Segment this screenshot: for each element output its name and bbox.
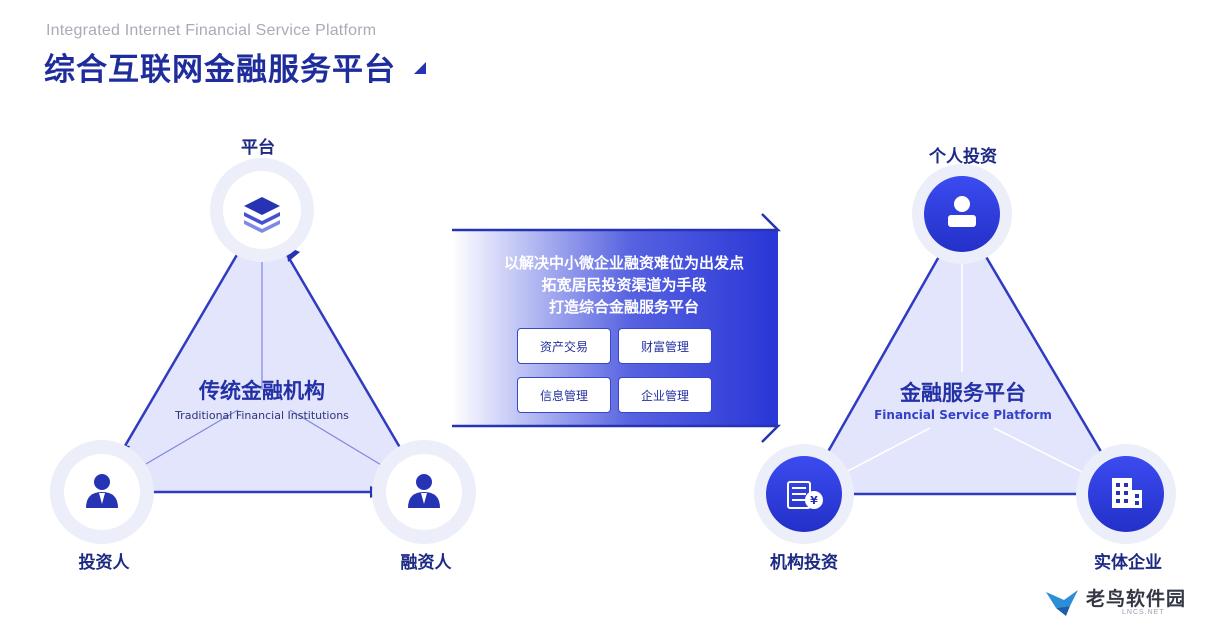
stacked-layers-icon: [244, 197, 280, 233]
info-management-button[interactable]: 信息管理: [517, 377, 611, 413]
watermark-subtext: LNCS.NET: [1122, 609, 1165, 616]
right-triangle-outline: [801, 213, 1129, 496]
mission-line-3: 打造综合金融服务平台: [548, 298, 699, 316]
mission-line-2: 拓宽居民投资渠道为手段: [541, 276, 707, 294]
person-icon: [948, 196, 976, 227]
node-label-investor: 投资人: [78, 553, 130, 573]
mission-line-1: 以解决中小微企业融资难位为出发点: [503, 254, 744, 272]
building-icon: [1112, 478, 1142, 508]
watermark-text: 老鸟软件园: [1086, 588, 1187, 610]
left-triangle-diagram: [50, 158, 476, 544]
middle-panel: [452, 213, 782, 443]
node-label-personal-investment: 个人投资: [929, 147, 997, 167]
bird-logo-icon: [1046, 590, 1078, 616]
node-label-real-enterprise: 实体企业: [1094, 553, 1162, 573]
right-center-subtitle: Financial Service Platform: [874, 408, 1052, 422]
left-center-subtitle: Traditional Financial Institutions: [175, 409, 349, 422]
node-label-institutional-investment: 机构投资: [770, 553, 838, 573]
person-suit-icon: [408, 474, 440, 508]
person-suit-icon: [86, 474, 118, 508]
bracket-bottom: [452, 424, 782, 443]
svg-text:¥: ¥: [810, 494, 818, 507]
title-corner-mark: [414, 62, 426, 74]
enterprise-management-button[interactable]: 企业管理: [618, 377, 712, 413]
page-title: 综合互联网金融服务平台: [44, 52, 396, 88]
node-circle-blue: [924, 176, 1000, 252]
bracket-top: [452, 213, 782, 232]
page-subtitle: Integrated Internet Financial Service Pl…: [46, 22, 377, 39]
left-triangle-outline: [95, 209, 429, 494]
right-triangle-diagram: ¥: [754, 164, 1176, 544]
node-label-financier: 融资人: [400, 553, 452, 573]
money-stack-icon: ¥: [787, 481, 823, 509]
right-triangle-fill: [804, 216, 1126, 494]
asset-trading-button[interactable]: 资产交易: [517, 328, 611, 364]
left-center-title: 传统金融机构: [199, 379, 325, 403]
node-label-platform: 平台: [241, 138, 275, 158]
wealth-management-button[interactable]: 财富管理: [618, 328, 712, 364]
middle-gradient-band: [452, 230, 778, 426]
right-center-title: 金融服务平台: [900, 381, 1026, 405]
